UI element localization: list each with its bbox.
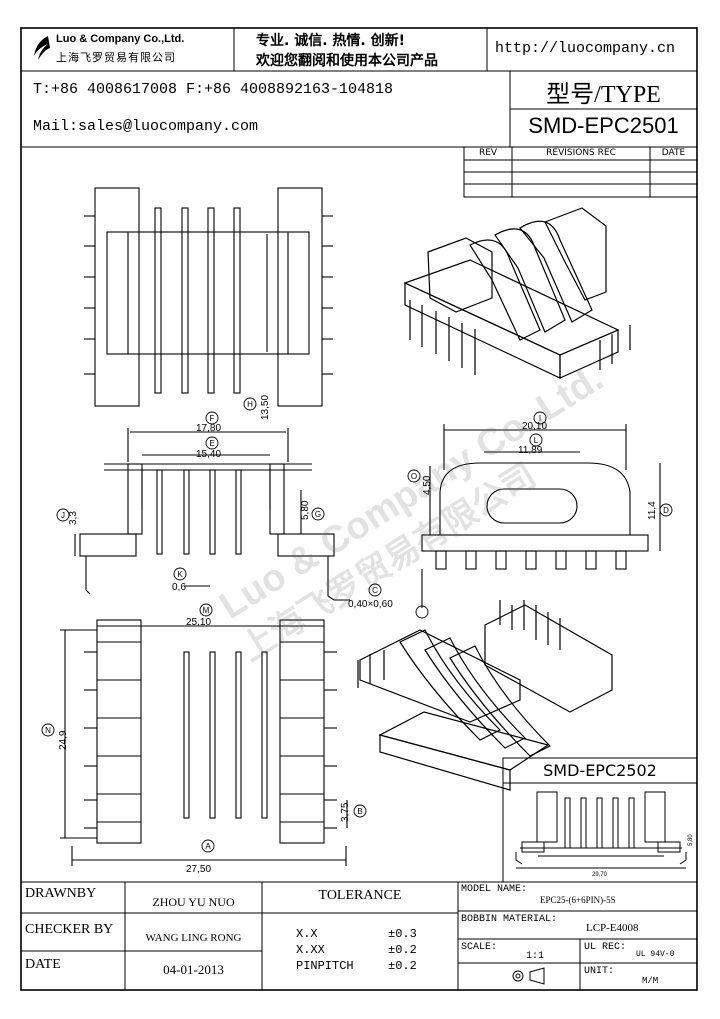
company-name-en: Luo & Company Co.,Ltd. bbox=[56, 33, 185, 45]
dim-k: 0,6 bbox=[172, 582, 186, 593]
type-label: 型号/TYPE bbox=[546, 82, 661, 108]
revisions-col-header: REVISIONS REC bbox=[546, 148, 616, 158]
dim-l: 11,89 bbox=[518, 445, 543, 456]
drawnby-value: ZHOU YU NUO bbox=[152, 895, 235, 909]
drawnby-label: DRAWNBY bbox=[25, 886, 97, 901]
phone-fax: T:+86 4008617008 F:+86 4008892163-104818 bbox=[33, 81, 394, 98]
dim-g: 5,80 bbox=[300, 500, 311, 520]
unit-label: UNIT: bbox=[584, 966, 615, 977]
dim-j: 3,3 bbox=[68, 511, 79, 525]
marker-b: B bbox=[357, 807, 362, 816]
marker-k: K bbox=[177, 570, 183, 579]
marker-d: D bbox=[663, 506, 669, 515]
company-url[interactable]: http://luocompany.cn bbox=[495, 40, 676, 57]
inset-view bbox=[515, 791, 687, 869]
tol-label-xx: X.X bbox=[296, 927, 318, 941]
marker-n: N bbox=[45, 726, 51, 735]
ul-rec-label: UL REC: bbox=[584, 942, 627, 953]
tolerance-label: TOLERANCE bbox=[318, 888, 402, 903]
inset-dim-a: 29,70 bbox=[592, 872, 608, 878]
dim-c: 0,40×0,60 bbox=[348, 599, 393, 610]
marker-j: J bbox=[61, 511, 65, 520]
date-label: DATE bbox=[25, 957, 61, 972]
ul-rec-value: UL 94V-0 bbox=[636, 950, 675, 959]
marker-o: O bbox=[411, 472, 417, 481]
dim-e: 15,40 bbox=[196, 449, 221, 460]
unit-value: M/M bbox=[642, 976, 659, 986]
dim-d: 11,4 bbox=[647, 501, 658, 520]
date-col-header: DATE bbox=[661, 148, 686, 158]
bottom-view bbox=[60, 619, 348, 866]
dim-n: 24,9 bbox=[58, 730, 69, 750]
isometric-view-top bbox=[403, 207, 631, 379]
checker-label: CHECKER BY bbox=[25, 922, 114, 937]
dim-i: 20,10 bbox=[522, 421, 547, 432]
bobbin-material-value: LCP-E4008 bbox=[586, 922, 639, 934]
side-view bbox=[421, 424, 661, 608]
marker-g: G bbox=[315, 510, 321, 519]
company-logo-icon bbox=[28, 34, 52, 64]
isometric-view-bottom bbox=[357, 600, 613, 791]
marker-i: I bbox=[539, 414, 541, 423]
tol-label-pinpitch: PINPITCH bbox=[296, 959, 354, 973]
tol-label-xxx: X.XX bbox=[296, 943, 325, 957]
tol-value-xxx: ±0.2 bbox=[388, 943, 417, 957]
dim-f: 17,80 bbox=[196, 423, 221, 434]
dim-o: 4,50 bbox=[422, 475, 433, 495]
tol-value-pinpitch: ±0.2 bbox=[388, 959, 417, 973]
marker-l: L bbox=[534, 436, 539, 445]
email[interactable]: Mail:sales@luocompany.com bbox=[33, 118, 259, 135]
scale-value: 1:1 bbox=[526, 951, 545, 962]
inset-title: SMD-EPC2502 bbox=[543, 761, 657, 780]
marker-h: H bbox=[247, 400, 253, 409]
dim-h: 13,50 bbox=[260, 395, 271, 420]
bobbin-material-label: BOBBIN MATERIAL: bbox=[461, 914, 558, 925]
dim-m: 25,10 bbox=[186, 617, 211, 628]
dim-a: 27,50 bbox=[186, 864, 211, 875]
slogan-line1: 专业. 诚信. 热情. 创新! bbox=[256, 33, 405, 49]
marker-f: F bbox=[210, 414, 215, 423]
watermark-en: Luo & Company Co.,Ltd. bbox=[213, 357, 611, 628]
marker-a: A bbox=[205, 842, 211, 851]
marker-e: E bbox=[209, 439, 214, 448]
slogan-line2: 欢迎您翻阅和使用本公司产品 bbox=[256, 53, 438, 69]
dim-b: 3,75 bbox=[340, 802, 351, 822]
company-name-cn: 上海飞罗贸易有限公司 bbox=[56, 51, 176, 64]
checker-value: WANG LING RONG bbox=[145, 932, 242, 944]
marker-c: C bbox=[372, 586, 378, 595]
front-view bbox=[74, 428, 350, 601]
model-number: SMD-EPC2501 bbox=[528, 113, 679, 138]
tol-value-xx: ±0.3 bbox=[388, 927, 417, 941]
date-value: 04-01-2013 bbox=[163, 962, 224, 977]
inset-dim-b: 5,80 bbox=[688, 834, 694, 846]
model-name-value: EPC25-(6+6PIN)-5S bbox=[540, 895, 616, 905]
rev-col-header: REV bbox=[478, 148, 498, 158]
model-name-label: MODEL NAME: bbox=[461, 884, 528, 895]
scale-label: SCALE: bbox=[461, 942, 498, 953]
marker-m: M bbox=[203, 606, 210, 615]
top-view bbox=[84, 187, 333, 407]
